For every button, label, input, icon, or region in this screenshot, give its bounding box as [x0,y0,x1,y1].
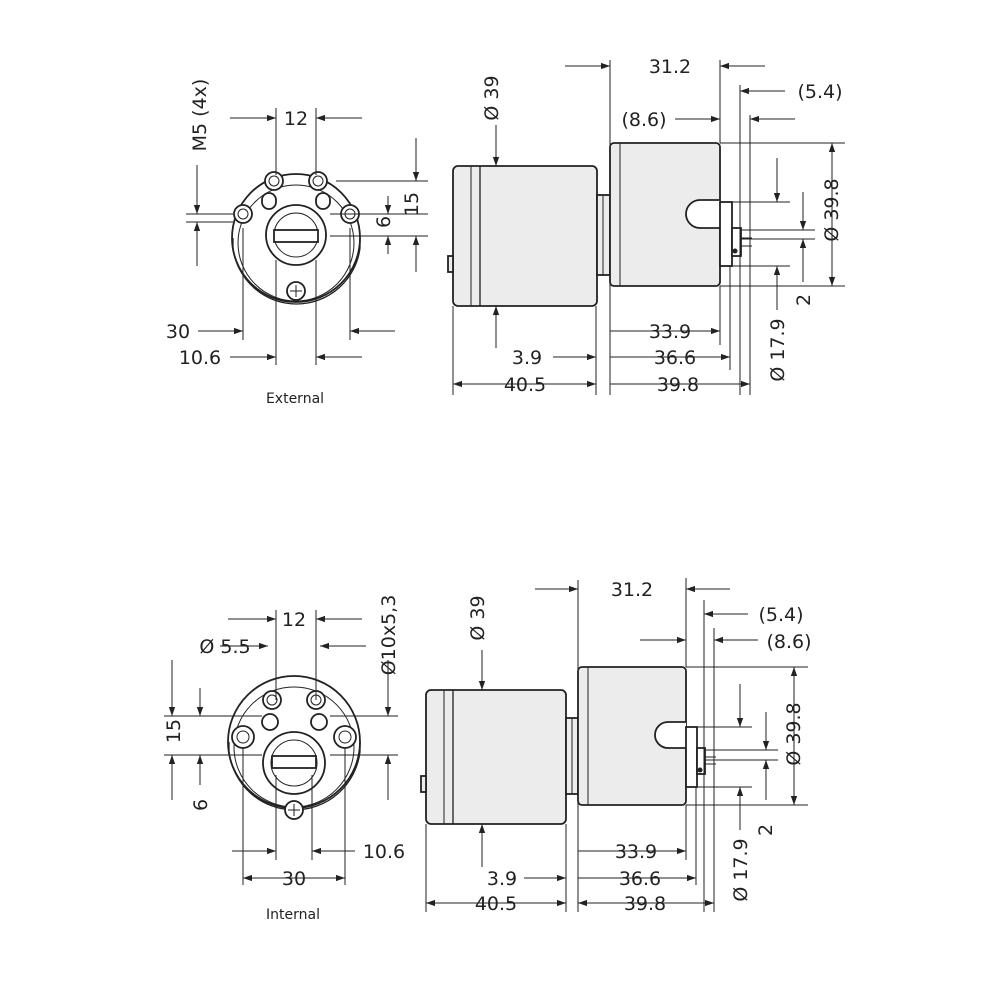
external-side-view: 31.2 (5.4) (8.6) Ø 39 Ø 39.8 2 Ø 17.9 33… [447,56,845,396]
internal-view: 12 Ø 5.5 Ø10x5,3 15 6 10.6 30 Internal [163,578,812,923]
int-dim-15: 15 [163,719,185,743]
ext-thread-callout: M5 (4x) [189,79,211,152]
int-dim-6: 6 [190,799,212,811]
ext-side-dim-3-9: 3.9 [512,347,542,369]
ext-side-dia-39: Ø 39 [481,75,503,120]
ext-side-dim-5-4: (5.4) [797,81,842,103]
internal-front-view: 12 Ø 5.5 Ø10x5,3 15 6 10.6 30 Internal [163,595,405,923]
ext-side-dim-2: 2 [793,294,815,306]
ext-dim-15: 15 [401,192,423,216]
int-side-dim-31-2: 31.2 [611,579,653,601]
int-dim-30: 30 [282,868,306,890]
int-side-dia-17-9: Ø 17.9 [730,838,752,901]
external-caption: External [266,391,324,407]
int-side-dim-2: 2 [755,824,777,836]
ext-dim-10-6: 10.6 [179,347,221,369]
int-side-dim-5-4: (5.4) [758,604,803,626]
ext-side-dia-17-9: Ø 17.9 [767,318,789,381]
int-side-dim-39-8: 39.8 [624,893,666,915]
int-slot-callout: Ø10x5,3 [378,595,400,676]
ext-side-dim-33-9: 33.9 [649,321,691,343]
ext-dim-6: 6 [373,216,395,228]
external-view: 12 15 6 M5 (4x) 30 10.6 External [166,56,845,407]
ext-side-dim-39-8: 39.8 [657,374,699,396]
int-dim-12: 12 [282,609,306,631]
ext-side-dim-36-6: 36.6 [654,347,696,369]
ext-dim-12: 12 [284,108,308,130]
ext-side-dia-39-8: Ø 39.8 [821,178,843,241]
ext-dim-30: 30 [166,321,190,343]
int-side-dia-39-8: Ø 39.8 [783,702,805,765]
int-side-dim-36-6: 36.6 [619,868,661,890]
int-dia-5-5: Ø 5.5 [199,636,250,658]
int-side-dim-8-6: (8.6) [766,631,811,653]
external-front-view: 12 15 6 M5 (4x) 30 10.6 External [166,79,428,407]
internal-side-view: 31.2 (5.4) (8.6) Ø 39 Ø 39.8 2 Ø 17.9 33… [420,578,812,915]
internal-caption: Internal [266,907,320,923]
ext-side-dim-40-5: 40.5 [504,374,546,396]
ext-side-dim-31-2: 31.2 [649,56,691,78]
int-side-dim-3-9: 3.9 [487,868,517,890]
ext-side-dim-8-6: (8.6) [621,109,666,131]
int-dim-10-6: 10.6 [363,841,405,863]
int-side-dim-40-5: 40.5 [475,893,517,915]
int-side-dim-33-9: 33.9 [615,841,657,863]
int-side-dia-39: Ø 39 [467,595,489,640]
